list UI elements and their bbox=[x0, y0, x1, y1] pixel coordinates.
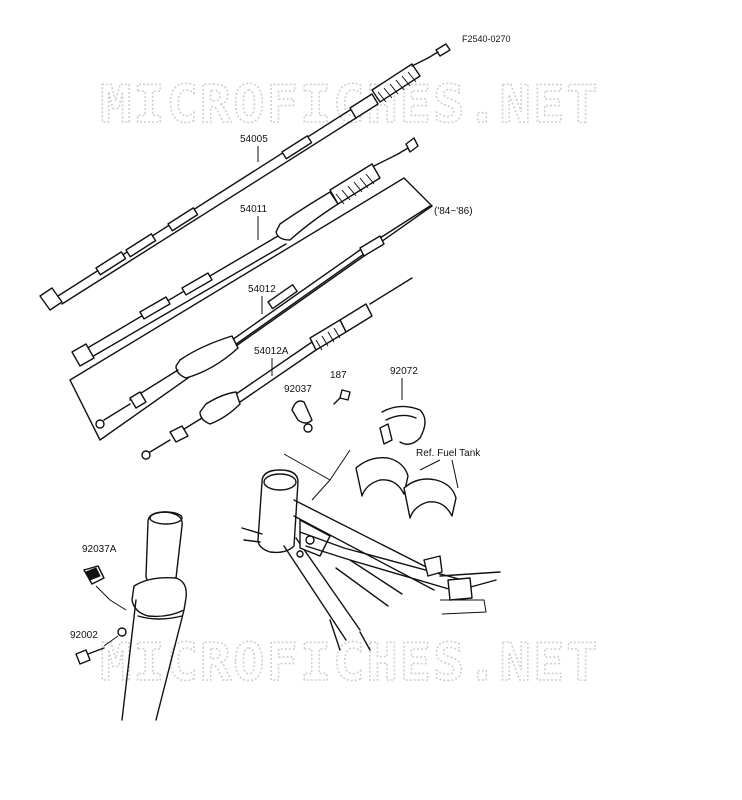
cable-54012a[interactable] bbox=[141, 277, 413, 460]
bolt-92002[interactable] bbox=[75, 627, 127, 665]
label-92037a: 92037A bbox=[82, 544, 117, 555]
cable-guide-92037a[interactable] bbox=[83, 565, 105, 585]
label-54011: 54011 bbox=[240, 204, 268, 215]
label-54005: 54005 bbox=[240, 134, 268, 145]
bolt-187[interactable] bbox=[333, 389, 351, 405]
fuel-tank-pad-right bbox=[403, 478, 457, 519]
label-187: 187 bbox=[330, 370, 347, 381]
front-fork bbox=[121, 511, 187, 721]
label-54012a: 54012A bbox=[254, 346, 289, 357]
label-54012: 54012 bbox=[248, 284, 276, 295]
frame bbox=[241, 469, 501, 651]
cable-54011[interactable] bbox=[71, 137, 419, 367]
fuel-tank-pad-left bbox=[355, 457, 409, 497]
label-ref-fuel-tank: Ref. Fuel Tank bbox=[416, 448, 481, 459]
clip-92037[interactable] bbox=[291, 400, 313, 433]
label-92037: 92037 bbox=[284, 384, 312, 395]
watermark-bottom: MICROFICHES.NET bbox=[100, 633, 600, 693]
cable-54005[interactable] bbox=[39, 43, 451, 311]
band-92072[interactable] bbox=[379, 405, 426, 445]
diagram-code: F2540-0270 bbox=[462, 34, 511, 44]
label-years: ('84~'86) bbox=[434, 206, 473, 217]
label-92072: 92072 bbox=[390, 366, 418, 377]
year-range-box bbox=[69, 177, 433, 441]
watermark-top: MICROFICHES.NET bbox=[100, 75, 600, 135]
cable-54012[interactable] bbox=[95, 205, 431, 429]
label-92002: 92002 bbox=[70, 630, 98, 641]
